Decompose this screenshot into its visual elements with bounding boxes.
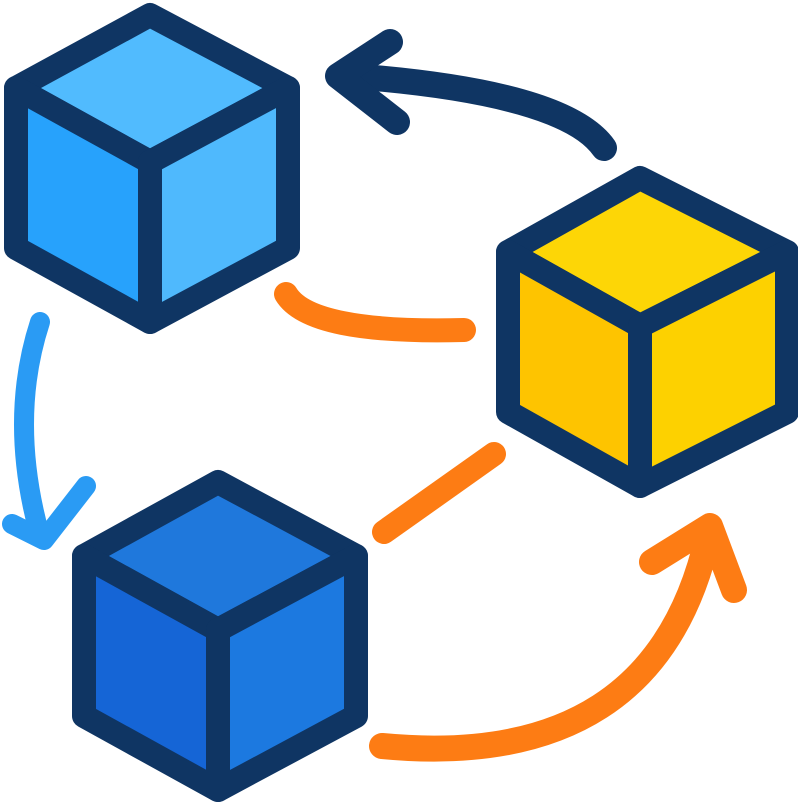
light-blue-cube bbox=[4, 3, 300, 334]
arrow-yellow-to-lightblue bbox=[337, 63, 617, 161]
connector-yellow-darkblue bbox=[372, 442, 506, 544]
arrowhead-navy-icon bbox=[325, 29, 410, 135]
yellow-cube bbox=[496, 166, 798, 498]
arrow-darkblue-to-yellow bbox=[369, 523, 721, 762]
arrow-lightblue-to-darkblue bbox=[14, 312, 50, 546]
connector-lightblue-yellow bbox=[274, 282, 476, 343]
cube-right-face bbox=[206, 544, 368, 802]
dark-blue-cube bbox=[72, 470, 368, 802]
arrowhead-blue-icon bbox=[2, 476, 96, 550]
cube-icon bbox=[72, 470, 368, 802]
cube-right-face bbox=[628, 240, 798, 498]
arrowhead-orange-icon bbox=[639, 513, 747, 603]
cube-right-face bbox=[138, 76, 300, 334]
edges bbox=[2, 29, 747, 762]
cube-icon bbox=[496, 166, 798, 498]
cubes bbox=[4, 3, 798, 802]
cube-icon bbox=[4, 3, 300, 334]
